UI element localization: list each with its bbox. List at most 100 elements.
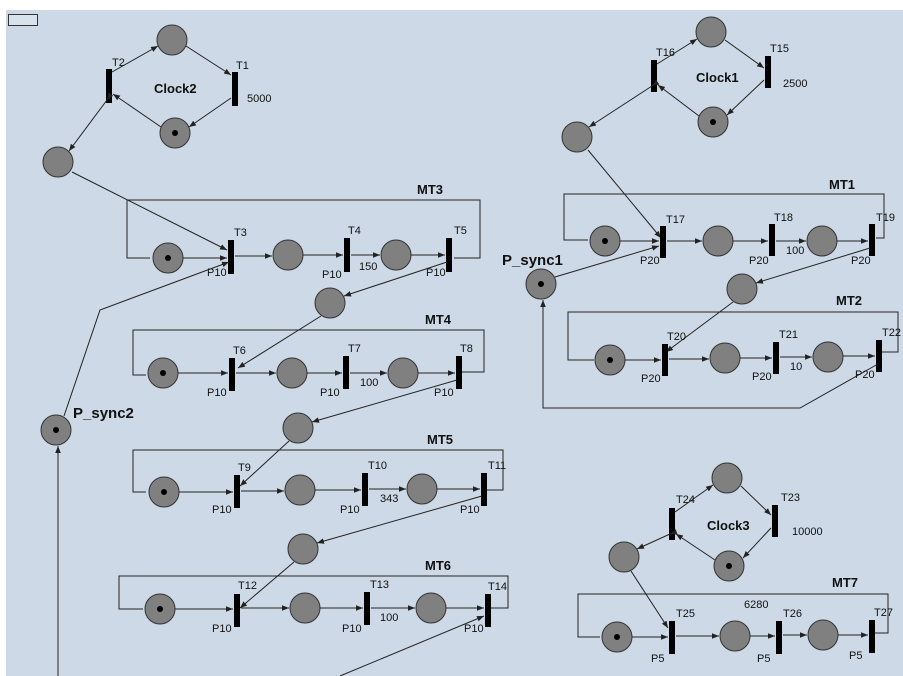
clock3-net: T24 T23 10000 Clock3 <box>608 462 823 629</box>
t21-delay: 10 <box>790 361 802 373</box>
mt6-title: MT6 <box>425 558 451 573</box>
t8-label: T8 <box>460 343 473 355</box>
mt3-place-2[interactable] <box>272 239 304 271</box>
t19-label: T19 <box>876 212 895 224</box>
transition-t14[interactable] <box>485 594 491 627</box>
t5-label: T5 <box>454 225 467 237</box>
t27-weight: P5 <box>849 650 862 662</box>
transition-t2[interactable] <box>106 69 112 103</box>
transition-t19[interactable] <box>869 224 875 256</box>
t23-delay: 10000 <box>792 526 823 538</box>
t25-label: T25 <box>676 608 695 620</box>
transition-t9[interactable] <box>234 475 240 508</box>
transition-t26[interactable] <box>776 621 782 654</box>
mt7-net: MT7 T25 6280 T26 T27 P5 P5 P5 <box>577 575 893 665</box>
petri-net-canvas[interactable] <box>6 10 903 676</box>
t13-label: T13 <box>370 579 389 591</box>
mt7-place-2[interactable] <box>719 620 751 652</box>
mt3-place-3[interactable] <box>380 239 412 271</box>
t7-delay: 100 <box>360 377 378 389</box>
transition-t21[interactable] <box>773 342 779 374</box>
mt5-place-3[interactable] <box>406 473 438 505</box>
p-sync2-group: P_sync2 <box>40 261 230 676</box>
transition-t20[interactable] <box>662 344 668 376</box>
transition-t18[interactable] <box>769 224 775 256</box>
transition-t4[interactable] <box>344 238 350 272</box>
mt2-loop <box>567 311 899 361</box>
transition-t5[interactable] <box>446 238 452 272</box>
transition-t7[interactable] <box>343 356 349 389</box>
transition-t3[interactable] <box>228 240 234 274</box>
mt6-loop <box>118 575 509 610</box>
transition-t22[interactable] <box>876 340 882 372</box>
mt2-title: MT2 <box>836 293 862 308</box>
clock1-title: Clock1 <box>696 70 739 85</box>
transition-t25[interactable] <box>669 621 675 654</box>
transition-t1[interactable] <box>232 72 238 106</box>
sync-place-mt5-mt6[interactable] <box>287 533 319 565</box>
t23-label: T23 <box>781 492 800 504</box>
clock3-top-place[interactable] <box>711 462 743 494</box>
mt2-place-3[interactable] <box>812 341 844 373</box>
t22-weight: P20 <box>855 369 875 381</box>
t10-weight: P10 <box>340 504 360 516</box>
transition-t13[interactable] <box>364 592 370 625</box>
t7-weight: P10 <box>320 387 340 399</box>
mt1-place-3[interactable] <box>806 225 838 257</box>
mt1-place-2[interactable] <box>702 225 734 257</box>
t5-weight: P10 <box>426 267 446 279</box>
t26-delay: 6280 <box>744 599 768 611</box>
token <box>602 238 608 244</box>
t15-delay: 2500 <box>783 78 807 90</box>
mt7-place-3[interactable] <box>807 619 839 651</box>
mt4-place-2[interactable] <box>276 357 308 389</box>
t27-label: T27 <box>874 607 893 619</box>
clock2-out-place[interactable] <box>42 146 74 178</box>
mt6-place-3[interactable] <box>415 592 447 624</box>
transition-t11[interactable] <box>481 473 487 506</box>
token <box>53 427 59 433</box>
mt4-place-3[interactable] <box>387 357 419 389</box>
transition-t16[interactable] <box>651 60 657 92</box>
mt6-net: MT6 T12 T13 T14 P10 P10 100 P10 <box>118 558 509 676</box>
t2-label: T2 <box>112 57 125 69</box>
t20-weight: P20 <box>641 373 661 385</box>
transition-t12[interactable] <box>234 594 240 627</box>
clock2-top-place[interactable] <box>156 24 188 56</box>
clock2-net: T2 T1 5000 Clock2 <box>42 24 271 178</box>
transition-t24[interactable] <box>669 508 675 540</box>
mt2-place-2[interactable] <box>709 342 741 374</box>
t18-label: T18 <box>774 212 793 224</box>
transition-t6[interactable] <box>229 358 235 391</box>
token <box>157 606 163 612</box>
transition-t23[interactable] <box>772 505 778 537</box>
clock1-top-place[interactable] <box>695 16 727 48</box>
mt6-place-2[interactable] <box>289 592 321 624</box>
t14-weight: P10 <box>464 623 484 635</box>
clock1-out-place[interactable] <box>561 121 593 153</box>
t9-weight: P10 <box>212 504 232 516</box>
mt5-place-2[interactable] <box>284 474 316 506</box>
transition-t17[interactable] <box>660 226 666 258</box>
mt3-title: MT3 <box>417 182 443 197</box>
transition-t15[interactable] <box>765 56 771 88</box>
sync-place-mt3-mt4[interactable] <box>314 287 346 319</box>
sync-place-mt4-mt5[interactable] <box>282 412 314 444</box>
t1-label: T1 <box>236 60 249 72</box>
t19-weight: P20 <box>851 255 871 267</box>
clock1-net: T16 T15 2500 Clock1 <box>561 16 807 239</box>
t26-label: T26 <box>783 608 802 620</box>
transition-t8[interactable] <box>456 356 462 389</box>
t17-weight: P20 <box>640 255 660 267</box>
t4-delay: 150 <box>359 261 377 273</box>
t24-label: T24 <box>676 494 695 506</box>
t21-label: T21 <box>779 329 798 341</box>
clock3-out-place[interactable] <box>608 541 640 573</box>
clock3-title: Clock3 <box>707 518 750 533</box>
sync-place-mt1-mt2[interactable] <box>726 273 758 305</box>
t18-delay: 100 <box>786 245 804 257</box>
t25-weight: P5 <box>651 653 664 665</box>
transition-t27[interactable] <box>869 620 875 653</box>
t3-weight: P10 <box>207 267 227 279</box>
transition-t10[interactable] <box>362 473 368 506</box>
